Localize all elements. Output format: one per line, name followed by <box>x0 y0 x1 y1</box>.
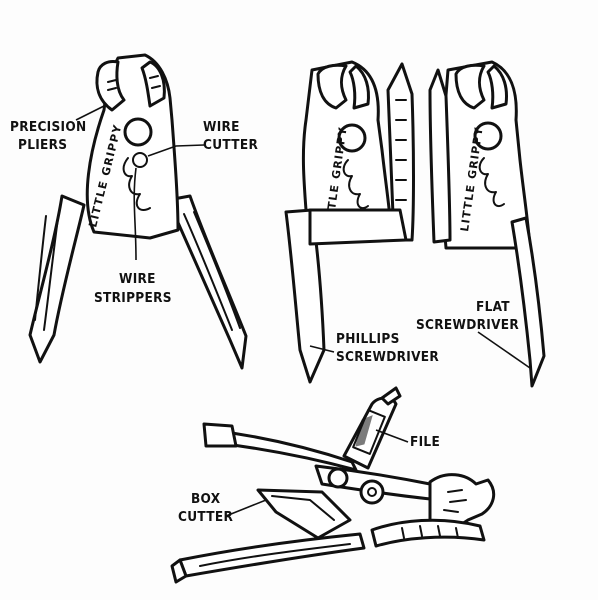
tool-assembly <box>170 386 496 584</box>
left-handle <box>28 194 86 364</box>
svg-text:FILE: FILE <box>410 434 440 450</box>
svg-text:CUTTER: CUTTER <box>178 509 233 525</box>
svg-text:CUTTER: CUTTER <box>203 137 258 153</box>
svg-text:STRIPPERS: STRIPPERS <box>94 290 172 306</box>
tool-phillips: LITTLE GRIPPY <box>284 60 415 384</box>
svg-text:WIRE: WIRE <box>203 119 240 135</box>
label-phillips-screwdriver: PHILLIPS SCREWDRIVER <box>336 331 439 365</box>
open-pliers-tool: LITTLE GRIPPY <box>28 53 248 370</box>
label-file: FILE <box>410 434 440 450</box>
pivot <box>123 117 153 147</box>
label-wire-cutter: WIRE CUTTER <box>203 119 258 153</box>
svg-text:WIRE: WIRE <box>119 271 156 287</box>
label-box-cutter: BOX CUTTER <box>178 491 233 525</box>
plier-jaw-left <box>95 60 126 112</box>
box-cutter-blade <box>256 488 352 540</box>
svg-text:SCREWDRIVER: SCREWDRIVER <box>336 349 439 365</box>
svg-text:SCREWDRIVER: SCREWDRIVER <box>416 317 519 333</box>
tool-flat: LITTLE GRIPPY <box>428 60 546 388</box>
label-flat-screwdriver: FLAT SCREWDRIVER <box>416 299 519 333</box>
svg-text:PLIERS: PLIERS <box>18 137 67 153</box>
svg-text:PRECISION: PRECISION <box>10 119 86 135</box>
right-handle <box>166 194 248 370</box>
label-wire-strippers: WIRE STRIPPERS <box>94 271 172 306</box>
file-tool <box>342 396 398 470</box>
plier-jaw-right <box>140 60 166 108</box>
svg-text:PHILLIPS: PHILLIPS <box>336 331 400 347</box>
svg-text:FLAT: FLAT <box>476 299 510 315</box>
svg-text:BOX: BOX <box>191 491 221 507</box>
label-precision-pliers: PRECISION PLIERS <box>10 119 86 153</box>
